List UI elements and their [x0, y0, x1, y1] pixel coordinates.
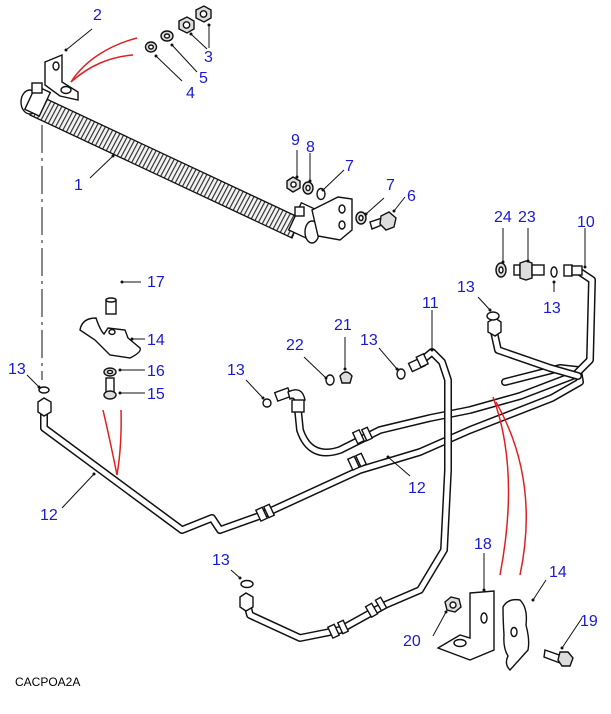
- callout-13d[interactable]: 13: [457, 279, 475, 296]
- callout-19[interactable]: 19: [580, 613, 598, 630]
- callout-5[interactable]: 5: [199, 70, 208, 87]
- assembly-line: [70, 54, 134, 83]
- spacer-17[interactable]: [105, 297, 117, 315]
- mounting-bracket-right[interactable]: [311, 196, 353, 241]
- callout-21[interactable]: 21: [334, 317, 352, 334]
- pipe-ferrule: [254, 503, 276, 523]
- plug-21[interactable]: [339, 371, 353, 384]
- leader-lines: [26, 23, 587, 650]
- bracket-18[interactable]: [436, 590, 495, 661]
- callout-12b[interactable]: 12: [408, 480, 426, 497]
- callout-13e[interactable]: 13: [543, 300, 561, 317]
- o-ring-13c[interactable]: [396, 368, 406, 380]
- nut-3b[interactable]: [178, 16, 195, 34]
- o-ring-13e[interactable]: [550, 266, 558, 278]
- spring-washer-4[interactable]: [144, 41, 158, 53]
- pipe-fitting-lower: [239, 592, 254, 612]
- pipe-fitting-11: [407, 352, 430, 373]
- pipe-fitting-left: [37, 397, 52, 417]
- callout-20[interactable]: 20: [403, 633, 421, 650]
- washer-7b[interactable]: [355, 211, 367, 225]
- callout-7a[interactable]: 7: [345, 158, 354, 175]
- callout-8[interactable]: 8: [306, 139, 315, 156]
- callout-3[interactable]: 3: [204, 49, 213, 66]
- pipe-ferrule: [364, 596, 388, 619]
- callout-12a[interactable]: 12: [40, 507, 58, 524]
- assembly-line: [492, 396, 510, 576]
- pipe-clip-14b[interactable]: [502, 598, 530, 672]
- washer-5[interactable]: [160, 30, 174, 42]
- callout-11[interactable]: 11: [422, 295, 439, 312]
- callout-15[interactable]: 15: [147, 386, 165, 403]
- oil-pipe-upper[interactable]: [294, 266, 596, 457]
- callout-16[interactable]: 16: [147, 363, 165, 380]
- pipe-fitting-elbow: [273, 387, 306, 413]
- pipe-ferrule: [326, 619, 350, 640]
- mounting-bracket-left[interactable]: [44, 53, 79, 101]
- pipe-clip-14a[interactable]: [79, 317, 141, 359]
- bolt-6[interactable]: [369, 211, 397, 231]
- bolt-15[interactable]: [103, 377, 117, 400]
- callout-4[interactable]: 4: [186, 85, 195, 102]
- adaptor-23[interactable]: [513, 260, 545, 281]
- nut-3a[interactable]: [195, 5, 212, 23]
- diagram-code: CACPOA2A: [15, 675, 80, 689]
- callout-13f[interactable]: 13: [212, 552, 230, 569]
- o-ring-13d[interactable]: [486, 311, 500, 321]
- assembly-line: [70, 37, 138, 83]
- oil-pipe-11[interactable]: [242, 348, 452, 642]
- callout-7b[interactable]: 7: [386, 177, 395, 194]
- washer-8[interactable]: [302, 181, 314, 195]
- callout-6[interactable]: 6: [407, 188, 416, 205]
- assembly-line: [102, 409, 118, 476]
- callout-14b[interactable]: 14: [549, 564, 567, 581]
- pipe-fitting-10b: [563, 264, 583, 277]
- callout-2[interactable]: 2: [93, 7, 102, 24]
- callout-labels: 1 2 3 4 5 6 7 7 8 9 10 11 12 12 13 13 13…: [8, 7, 598, 650]
- pipe-fitting-10a: [487, 317, 502, 337]
- o-ring-13a[interactable]: [38, 386, 50, 394]
- washer-24[interactable]: [495, 262, 507, 278]
- pipe-ferrule: [346, 452, 368, 472]
- callout-23[interactable]: 23: [518, 209, 536, 226]
- callout-22[interactable]: 22: [286, 337, 304, 354]
- bolt-19[interactable]: [543, 649, 574, 667]
- o-ring-13b[interactable]: [262, 398, 272, 408]
- washer-22[interactable]: [325, 374, 335, 386]
- callout-17[interactable]: 17: [147, 274, 165, 291]
- o-ring-13f[interactable]: [240, 579, 254, 589]
- callout-1[interactable]: 1: [74, 177, 83, 194]
- callout-14a[interactable]: 14: [147, 332, 165, 349]
- callout-24[interactable]: 24: [494, 209, 512, 226]
- callout-13a[interactable]: 13: [8, 361, 26, 378]
- callout-13b[interactable]: 13: [227, 362, 245, 379]
- callout-9[interactable]: 9: [291, 132, 300, 149]
- assembly-line: [495, 401, 527, 576]
- oil-pipe-10[interactable]: [490, 328, 582, 380]
- callout-10[interactable]: 10: [577, 214, 595, 231]
- callout-13c[interactable]: 13: [360, 332, 378, 349]
- nut-20[interactable]: [444, 596, 462, 613]
- nut-9[interactable]: [286, 176, 301, 193]
- pipe-ferrule: [351, 426, 374, 445]
- oil-cooler[interactable]: [20, 82, 323, 244]
- assembly-line: [116, 409, 122, 476]
- washer-16[interactable]: [103, 367, 117, 377]
- callout-18[interactable]: 18: [474, 536, 492, 553]
